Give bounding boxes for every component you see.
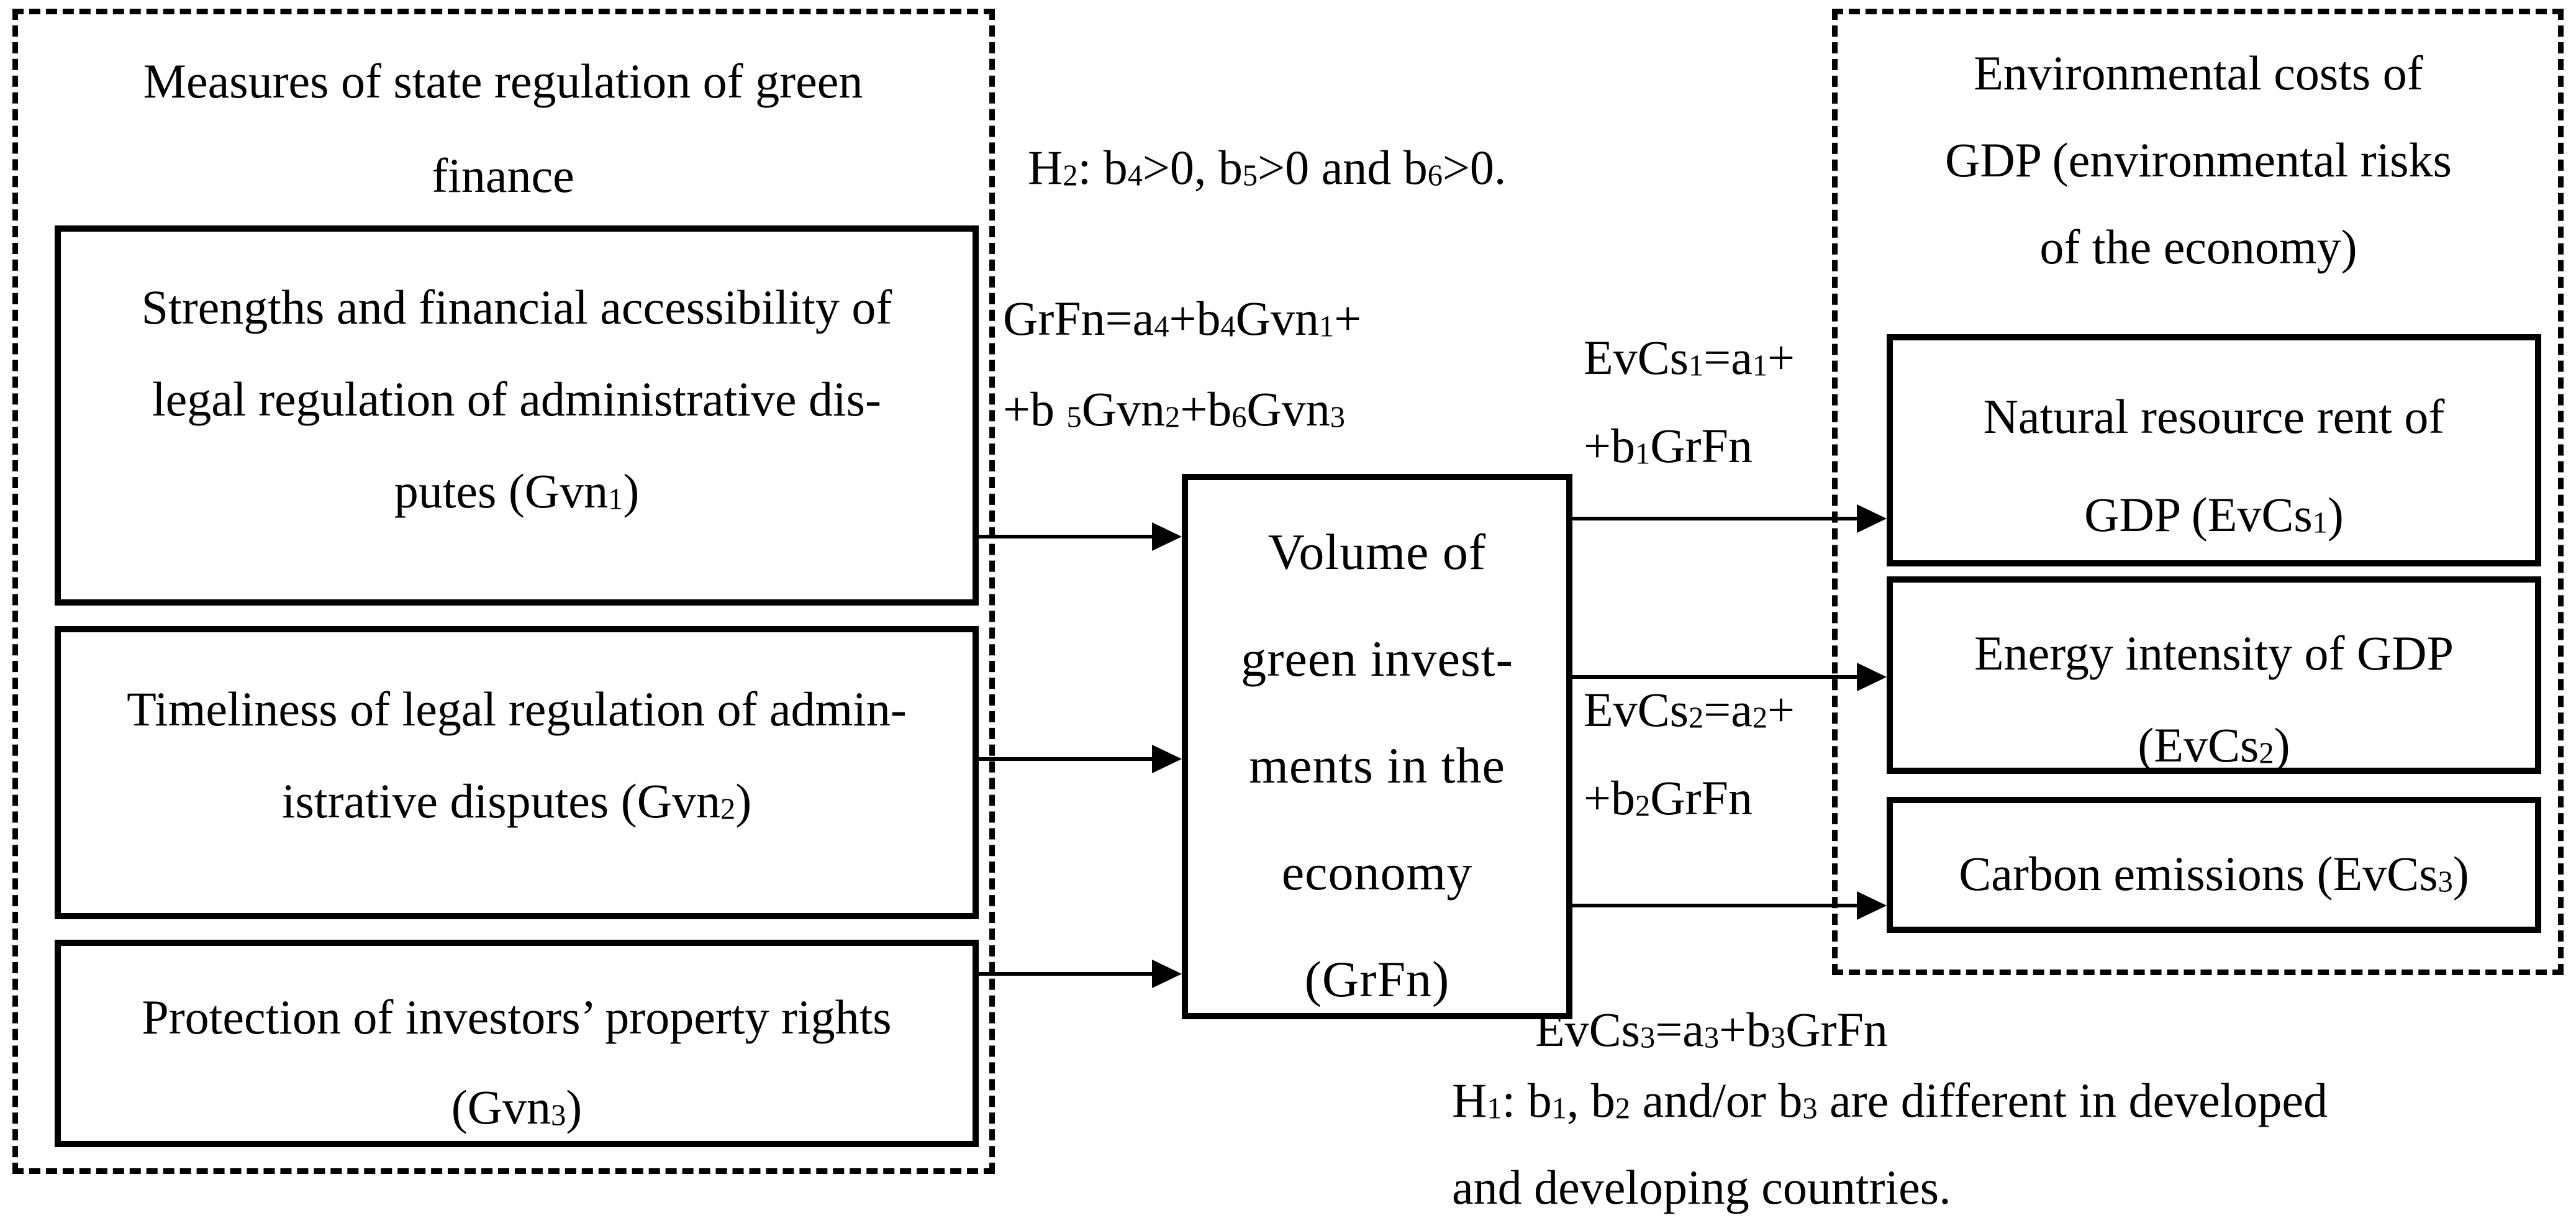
evcs1-equation-label: EvCs1=a1+ +b1GrFn	[1584, 314, 1795, 490]
evcs3-box: Carbon emissions (EvCs3)	[1887, 797, 2541, 933]
gvn2-text-line: Timeliness of legal regulation of admin-	[127, 682, 907, 736]
evcs1-equation-line: EvCs1=a1+	[1584, 330, 1795, 384]
gvn3-text-line: Protection of investors’ property rights	[142, 990, 892, 1044]
gvn1-text-line: Strengths and financial accessibility of	[141, 280, 892, 334]
left-group-title-line: Measures of state regulation of green	[143, 54, 863, 108]
gvn2-text-line: istrative disputes (Gvn2)	[281, 774, 752, 828]
gvn3-box: Protection of investors’ property rights…	[55, 940, 979, 1147]
gvn3-text-line: (Gvn3)	[451, 1080, 583, 1134]
arrow-gvn2-to-grfn	[979, 757, 1153, 761]
grfn-text-line: green invest-	[1241, 630, 1513, 687]
left-group-title-line: finance	[432, 148, 574, 202]
right-group-title: Environmental costs of GDP (environmenta…	[1863, 30, 2534, 291]
grfn-text-line: (GrFn)	[1304, 951, 1450, 1007]
evcs2-text-line: (EvCs2)	[2138, 718, 2290, 772]
evcs1-box: Natural resource rent of GDP (EvCs1)	[1887, 334, 2541, 566]
hypothesis-h2-label: H2: b4>0, b5>0 and b6>0.	[1028, 140, 1507, 194]
left-group-title: Measures of state regulation of green fi…	[37, 34, 969, 223]
environmental-costs-group-box	[1832, 9, 2564, 975]
evcs2-equation-line: +b2GrFn	[1584, 771, 1753, 825]
arrow-gvn1-to-grfn	[979, 535, 1153, 538]
evcs3-text-line: Carbon emissions (EvCs3)	[1959, 847, 2469, 901]
grfn-text-line: ments in the	[1249, 737, 1505, 794]
hypothesis-h1-line: and developing countries.	[1452, 1160, 1951, 1214]
right-group-title-line: Environmental costs of	[1974, 46, 2423, 100]
right-group-title-line: GDP (environmental risks	[1945, 133, 2452, 187]
evcs1-text-line: Natural resource rent of	[1983, 389, 2445, 443]
gvn1-box: Strengths and financial accessibility of…	[55, 225, 979, 606]
arrow-gvn3-to-grfn	[979, 972, 1153, 976]
arrow-grfn-to-evcs3	[1572, 904, 1858, 907]
gvn1-text-line: legal regulation of administrative dis-	[152, 372, 881, 426]
hypothesis-h1-line: H1: b1, b2 and/or b3 are different in de…	[1452, 1073, 2328, 1127]
state-regulation-group-box	[12, 9, 995, 1174]
evcs1-equation-line: +b1GrFn	[1584, 419, 1753, 473]
evcs2-equation-line: EvCs2=a2+	[1584, 683, 1795, 737]
gvn1-text-line: putes (Gvn1)	[394, 464, 640, 518]
grfn-equation-line: +b 5Gvn2+b6Gvn3	[1003, 382, 1345, 436]
grfn-equation-line: GrFn=a4+b4Gvn1+	[1003, 291, 1362, 345]
evcs2-text-line: Energy intensity of GDP	[1974, 626, 2454, 680]
evcs3-equation-label: EvCs3=a3+b3GrFn	[1535, 1002, 1888, 1056]
grfn-equation-label: GrFn=a4+b4Gvn1+ +b 5Gvn2+b6Gvn3	[1003, 273, 1361, 455]
evcs2-box: Energy intensity of GDP (EvCs2)	[1887, 576, 2541, 774]
hypothesis-h1-label: H1: b1, b2 and/or b3 are different in de…	[1452, 1057, 2328, 1231]
arrow-grfn-to-evcs2	[1572, 675, 1858, 679]
evcs2-equation-label: EvCs2=a2+ +b2GrFn	[1584, 666, 1795, 842]
evcs1-text-line: GDP (EvCs1)	[2084, 488, 2344, 542]
grfn-text-line: economy	[1281, 844, 1473, 901]
arrow-grfn-to-evcs1	[1572, 517, 1858, 520]
grfn-box: Volume of green invest- ments in the eco…	[1182, 474, 1572, 1019]
right-group-title-line: of the economy)	[2039, 220, 2357, 274]
grfn-text-line: Volume of	[1268, 524, 1487, 580]
gvn2-box: Timeliness of legal regulation of admin-…	[55, 626, 979, 919]
